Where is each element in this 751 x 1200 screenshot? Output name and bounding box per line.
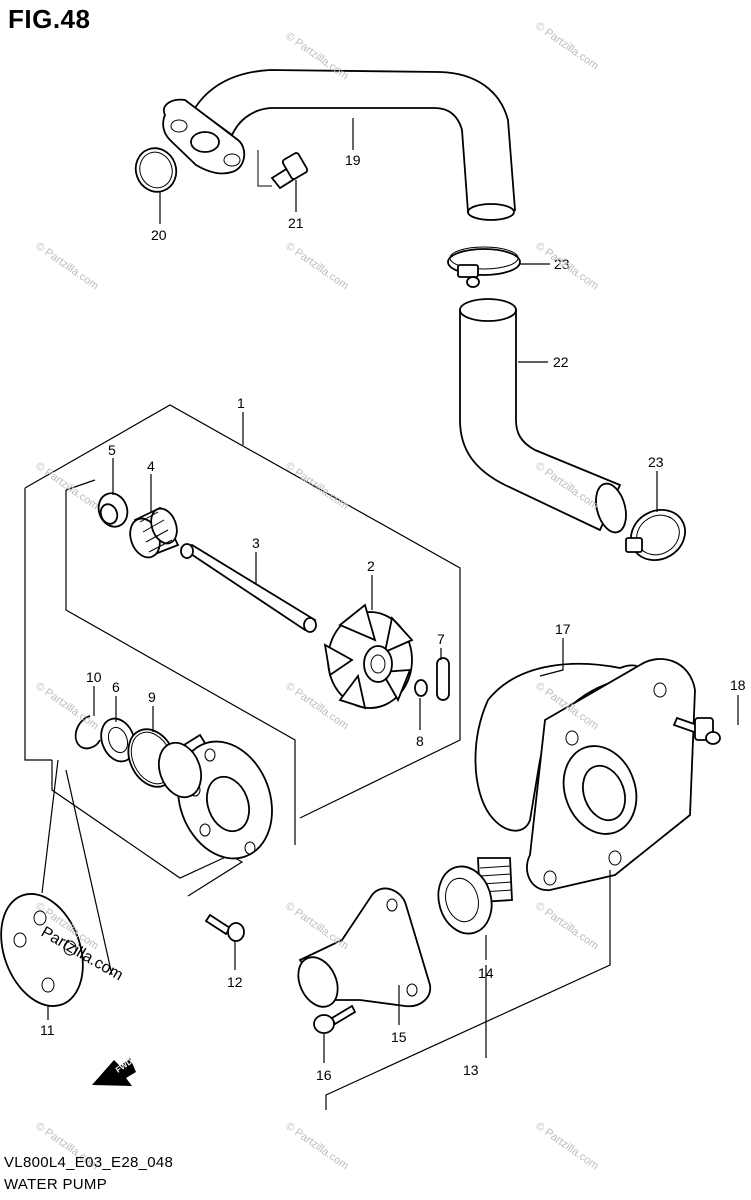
callout-21: 21 bbox=[288, 215, 304, 231]
part-23-hose-clamp-upper[interactable] bbox=[447, 246, 521, 288]
figure-code: VL800L4_E03_E28_048 bbox=[4, 1154, 174, 1171]
part-19-coolant-pipe[interactable] bbox=[162, 69, 516, 221]
callout-1: 1 bbox=[237, 395, 245, 411]
thermostat-housing-cover[interactable] bbox=[526, 658, 696, 891]
callout-3: 3 bbox=[252, 535, 260, 551]
part-20-o-ring[interactable] bbox=[130, 142, 183, 197]
callout-16: 16 bbox=[316, 1067, 332, 1083]
callout-7: 7 bbox=[437, 631, 445, 647]
callout-23-lower: 23 bbox=[648, 454, 664, 470]
part-16-bolt[interactable] bbox=[313, 1004, 357, 1034]
part-7-pin[interactable] bbox=[436, 657, 450, 701]
callout-9: 9 bbox=[148, 689, 156, 705]
part-4-mechanical-seal[interactable] bbox=[125, 505, 181, 562]
callout-12: 12 bbox=[227, 974, 243, 990]
part-10-circlip[interactable] bbox=[74, 715, 101, 750]
callout-4: 4 bbox=[147, 458, 155, 474]
callout-11: 11 bbox=[40, 1022, 55, 1038]
part-5-oil-seal[interactable] bbox=[94, 489, 132, 531]
leader-lines bbox=[47, 118, 739, 1063]
part-21-bolt[interactable] bbox=[257, 150, 309, 190]
part-18-bolt[interactable] bbox=[672, 716, 721, 745]
callout-8: 8 bbox=[416, 733, 424, 749]
part-22-radiator-hose[interactable] bbox=[459, 298, 631, 536]
part-14-thermostat[interactable] bbox=[431, 857, 513, 940]
callout-20: 20 bbox=[151, 227, 167, 243]
callout-19: 19 bbox=[345, 152, 361, 168]
callout-23-upper: 23 bbox=[554, 256, 570, 272]
callout-22: 22 bbox=[553, 354, 569, 370]
part-12-bolt[interactable] bbox=[204, 913, 245, 942]
figure-name: WATER PUMP bbox=[4, 1176, 107, 1193]
fwd-arrow-icon: FWD bbox=[92, 1057, 136, 1086]
callout-14: 14 bbox=[478, 965, 494, 981]
part-15-thermostat-cap[interactable] bbox=[291, 887, 432, 1013]
callout-5: 5 bbox=[108, 442, 116, 458]
callout-13: 13 bbox=[463, 1062, 479, 1078]
figure-title: FIG.48 bbox=[8, 4, 91, 34]
callout-numbers: 1 2 3 4 5 6 7 8 9 10 11 12 13 14 15 16 1… bbox=[40, 152, 746, 1083]
part-2-impeller[interactable] bbox=[323, 603, 414, 710]
pump-assembly-outline bbox=[24, 404, 461, 897]
callout-18: 18 bbox=[730, 677, 746, 693]
part-3-impeller-shaft[interactable] bbox=[179, 543, 317, 633]
callout-10: 10 bbox=[86, 669, 102, 685]
callout-6: 6 bbox=[112, 679, 120, 695]
callout-15: 15 bbox=[391, 1029, 407, 1045]
callout-2: 2 bbox=[367, 558, 375, 574]
pump-body[interactable] bbox=[152, 728, 288, 872]
part-23-hose-clamp-lower[interactable] bbox=[622, 500, 694, 570]
part-8-washer[interactable] bbox=[414, 679, 428, 697]
part-11-gasket[interactable] bbox=[0, 883, 98, 1018]
callout-17: 17 bbox=[555, 621, 571, 637]
